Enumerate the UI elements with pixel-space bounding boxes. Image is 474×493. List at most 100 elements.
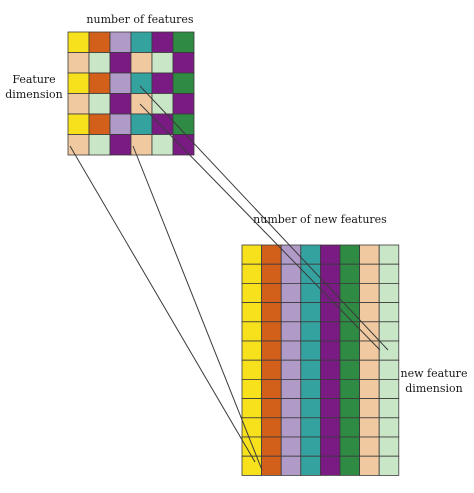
output-cell [241, 244, 263, 265]
output-cell [339, 398, 361, 419]
input-rows-label-line2: dimension [5, 88, 63, 101]
input-cell [130, 31, 153, 53]
output-cell [359, 417, 380, 438]
input-cell [67, 113, 90, 135]
projection-line [139, 85, 389, 351]
output-cell [339, 321, 361, 342]
output-cell [280, 282, 302, 303]
output-cell [359, 263, 380, 284]
output-cell [300, 378, 321, 399]
input-columns-label: number of features [86, 13, 194, 26]
input-cell [172, 72, 195, 94]
output-cell [300, 436, 321, 457]
input-cell [67, 134, 90, 156]
input-cell [172, 31, 195, 53]
input-cell [109, 52, 132, 74]
output-cell [378, 302, 400, 323]
output-cell [359, 244, 380, 265]
output-cell [339, 282, 361, 303]
output-cell [319, 321, 341, 342]
projection-lines [69, 85, 389, 471]
output-cell [319, 244, 341, 265]
output-cell [378, 398, 400, 419]
output-cell [280, 417, 302, 438]
output-rows-label-line2: dimension [405, 382, 463, 395]
output-cell [339, 263, 361, 284]
output-cell [300, 417, 321, 438]
output-cell [359, 302, 380, 323]
output-cell [378, 263, 400, 284]
output-cell [261, 321, 282, 342]
output-cell [378, 282, 400, 303]
input-cell [151, 72, 174, 94]
output-cell [300, 302, 321, 323]
input-cell [130, 52, 153, 74]
output-cell [319, 359, 341, 380]
output-cell [319, 436, 341, 457]
output-cell [378, 244, 400, 265]
output-cell [378, 321, 400, 342]
output-cell [319, 455, 341, 476]
input-cell [67, 93, 90, 115]
input-cell [109, 72, 132, 94]
output-cell [280, 263, 302, 284]
output-cell [241, 378, 263, 399]
input-rows-label: Feature dimension [2, 72, 66, 102]
output-cell [300, 398, 321, 419]
output-cell [261, 340, 282, 361]
input-cell [172, 93, 195, 115]
output-cell [300, 359, 321, 380]
input-cell [130, 93, 153, 115]
output-cell [261, 359, 282, 380]
output-cell [241, 263, 263, 284]
output-cell [300, 455, 321, 476]
output-cell [241, 398, 263, 419]
input-rows-label-line1: Feature [12, 73, 56, 86]
output-cell [261, 436, 282, 457]
input-cell [88, 93, 111, 115]
output-cell [241, 340, 263, 361]
input-cell [151, 93, 174, 115]
output-cell [280, 455, 302, 476]
output-cell [359, 436, 380, 457]
input-cell [109, 31, 132, 53]
output-cell [261, 398, 282, 419]
input-cell [130, 72, 153, 94]
input-cell [88, 72, 111, 94]
output-cell [280, 302, 302, 323]
output-cell [378, 436, 400, 457]
output-cell [359, 359, 380, 380]
input-cell [67, 52, 90, 74]
output-cell [319, 378, 341, 399]
input-cell [172, 52, 195, 74]
output-cell [378, 378, 400, 399]
output-cell [378, 455, 400, 476]
output-cell [319, 417, 341, 438]
input-cell [151, 31, 174, 53]
output-cell [319, 398, 341, 419]
output-cell [378, 417, 400, 438]
output-rows-label: new feature dimension [395, 366, 473, 396]
output-cell [261, 244, 282, 265]
output-columns-label: number of new features [253, 213, 387, 226]
output-cell [280, 436, 302, 457]
output-cell [359, 282, 380, 303]
input-feature-grid [67, 31, 195, 156]
output-cell [241, 321, 263, 342]
input-cell [88, 31, 111, 53]
output-cell [339, 417, 361, 438]
output-cell [261, 417, 282, 438]
output-cell [359, 378, 380, 399]
input-cell [88, 113, 111, 135]
input-cell [172, 134, 195, 156]
projection-line [139, 103, 381, 351]
output-cell [319, 282, 341, 303]
input-cell [151, 134, 174, 156]
input-cell [88, 52, 111, 74]
output-cell [280, 321, 302, 342]
output-feature-grid [241, 244, 400, 476]
output-cell [241, 455, 263, 476]
output-cell [280, 398, 302, 419]
output-cell [339, 340, 361, 361]
